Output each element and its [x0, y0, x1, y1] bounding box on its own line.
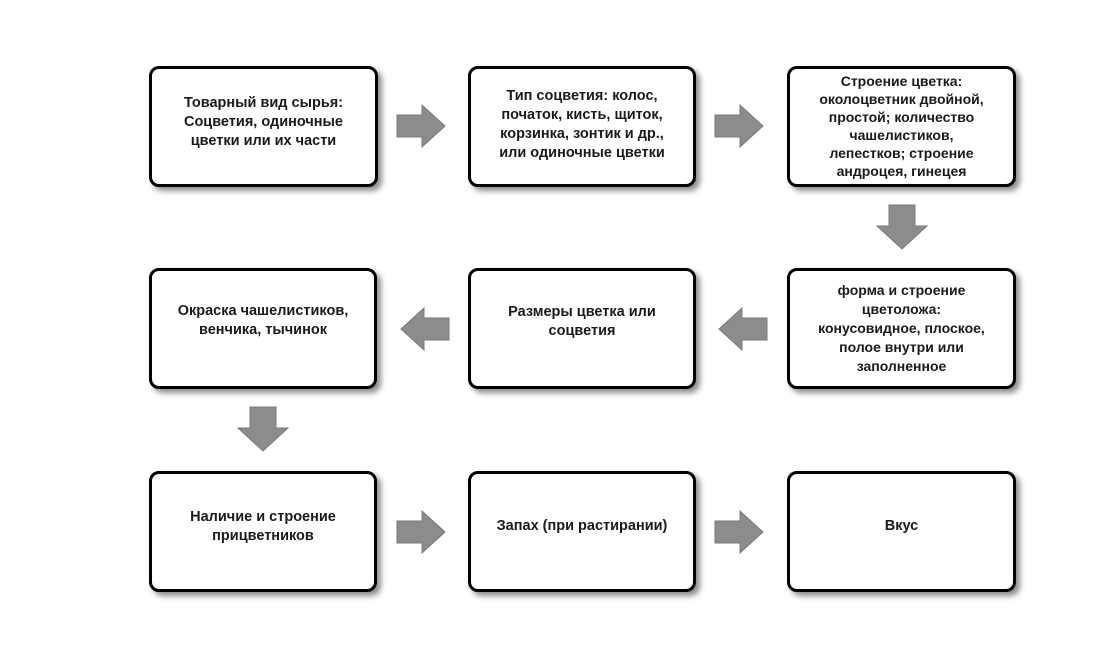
node-text-line: конусовидное, плоское,	[818, 320, 985, 336]
arrow-left-icon	[718, 306, 768, 352]
node-text-line: соцветия	[548, 322, 616, 339]
arrow-right-icon	[396, 103, 446, 149]
node-text-line: чашелистиков,	[849, 126, 954, 143]
arrow-down-icon	[875, 204, 929, 250]
node-flower-size: Размеры цветка или соцветия	[468, 268, 696, 389]
node-text-line: цветки или их части	[190, 133, 337, 149]
node-text-line: форма и строение	[837, 282, 966, 298]
node-text-line: Соцветия, одиночные	[183, 114, 344, 130]
node-text-line: околоцветник двойной,	[819, 90, 984, 107]
node-text-line: Окраска чашелистиков,	[177, 302, 349, 319]
node-raw-material-appearance: Товарный вид сырья: Соцветия, одиночные …	[149, 66, 378, 187]
arrow-right-icon	[396, 509, 446, 555]
node-text-line: Запах (при растирании)	[496, 518, 668, 534]
node-text-line: заполненное	[856, 358, 947, 374]
node-text-line: лепестков; строение	[829, 144, 974, 161]
node-text-line: цветоложа:	[861, 301, 942, 317]
node-text-line: Строение цветка:	[840, 72, 963, 89]
node-text-line: андроцея, гинецея	[836, 162, 967, 179]
node-text-line: Размеры цветка или	[508, 303, 656, 320]
node-text-line: простой; количество	[828, 108, 975, 125]
arrow-down-icon	[236, 406, 290, 452]
node-flower-structure: Строение цветка: околоцветник двойной, п…	[787, 66, 1016, 187]
node-text-line: прицветников	[212, 527, 314, 544]
node-text-line: или одиночные цветки	[499, 144, 665, 161]
node-taste: Вкус	[787, 471, 1016, 592]
node-text-line: початок, кисть, щиток,	[501, 106, 663, 123]
node-receptacle-shape: форма и строение цветоложа: конусовидное…	[787, 268, 1016, 389]
node-inflorescence-type: Тип соцветия: колос, початок, кисть, щит…	[468, 66, 696, 187]
node-text-line: Тип соцветия: колос,	[506, 87, 658, 104]
arrow-left-icon	[400, 306, 450, 352]
node-text-line: Наличие и строение	[190, 508, 336, 525]
node-coloration: Окраска чашелистиков, венчика, тычинок	[149, 268, 377, 389]
node-text-line: Товарный вид сырья:	[183, 95, 344, 111]
node-text-line: полое внутри или	[839, 339, 964, 355]
node-text-line: Вкус	[884, 518, 919, 534]
node-bracts: Наличие и строение прицветников	[149, 471, 377, 592]
arrow-right-icon	[714, 103, 764, 149]
arrow-right-icon	[714, 509, 764, 555]
node-text-line: венчика, тычинок	[199, 321, 327, 338]
node-smell: Запах (при растирании)	[468, 471, 696, 592]
node-text-line: корзинка, зонтик и др.,	[500, 125, 664, 142]
